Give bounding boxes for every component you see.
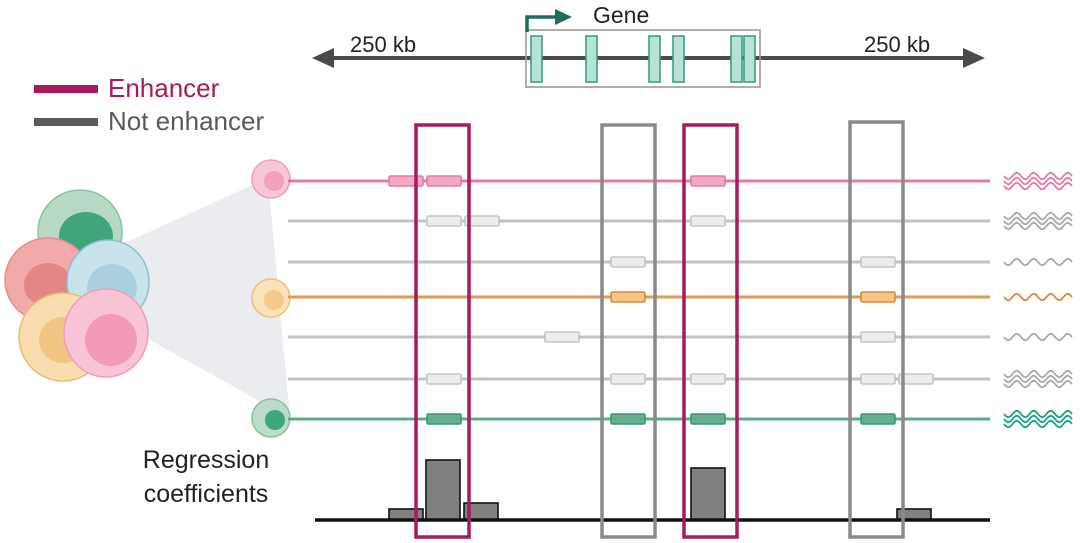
expression-wave-icon [1003, 181, 1073, 191]
accessibility-peak [464, 215, 500, 227]
expression-wave-icon [1003, 379, 1073, 389]
track-6 [288, 369, 1073, 389]
accessibility-peak [610, 256, 646, 268]
accessibility-peak [426, 215, 462, 227]
track-4 [288, 291, 1073, 303]
accessibility-peak [610, 413, 646, 425]
tss-arrow-icon [525, 9, 572, 32]
track-7 [288, 409, 1073, 429]
accessibility-peak [690, 175, 726, 187]
expression-wave-icon [1003, 419, 1073, 429]
accessibility-peak [860, 413, 896, 425]
pink-cell [63, 288, 149, 378]
expression-wave-icon [1003, 176, 1073, 186]
candidate-regions [414, 120, 905, 539]
accessibility-peak [860, 256, 896, 268]
accessibility-peak [690, 373, 726, 385]
expression-wave-icon [1003, 332, 1073, 342]
expression-wave-icon [1003, 211, 1073, 221]
zoom-wedge [120, 178, 290, 418]
gene-label: Gene [593, 2, 650, 28]
expression-wave-icon [1003, 292, 1073, 302]
cell-population [4, 159, 291, 438]
expression-wave-icon [1003, 409, 1073, 419]
coefficient-bar [690, 467, 726, 521]
accessibility-peak [860, 331, 896, 343]
regression-label: Regression coefficients [118, 443, 294, 511]
regression-label-line2: coefficients [143, 480, 269, 508]
regression-bars [315, 459, 990, 522]
accessibility-peak [610, 373, 646, 385]
accessibility-peak [426, 373, 462, 385]
accessibility-peak [898, 373, 934, 385]
accessibility-peak [544, 331, 580, 343]
exon [743, 35, 756, 83]
accessibility-peak [610, 291, 646, 303]
non-enhancer-region-box [848, 120, 905, 539]
track-1 [288, 171, 1073, 191]
exon [730, 35, 743, 83]
accessibility-peak [690, 215, 726, 227]
expression-wave-icon [1003, 221, 1073, 231]
left-distance-label: 250 kb [350, 32, 417, 57]
exon [585, 35, 598, 83]
legend-not-enhancer-label: Not enhancer [108, 106, 265, 136]
expression-wave-icon [1003, 414, 1073, 424]
cell-green-single [251, 398, 291, 438]
track-5 [288, 331, 1073, 343]
accessibility-peak [426, 175, 462, 187]
exon [672, 35, 685, 83]
accessibility-peak [860, 291, 896, 303]
gene-box [525, 29, 761, 88]
expression-wave-icon [1003, 374, 1073, 384]
enhancer-region-box [682, 123, 739, 539]
legend-enhancer-label: Enhancer [108, 73, 220, 103]
accessibility-peak [426, 413, 462, 425]
track-2 [288, 211, 1073, 231]
exon [530, 35, 543, 83]
genome-axis [312, 48, 985, 68]
expression-wave-icon [1003, 369, 1073, 379]
expression-wave-icon [1003, 257, 1073, 267]
enhancer-region-box [414, 123, 471, 539]
expression-wave-icon [1003, 216, 1073, 226]
gene-locus [525, 9, 761, 88]
coefficient-bar [425, 459, 461, 521]
accessibility-peak [388, 175, 424, 187]
cell-pink-single [251, 159, 291, 199]
exon [648, 35, 661, 83]
non-enhancer-region-box [600, 123, 657, 539]
track-3 [288, 256, 1073, 268]
regression-label-line1: Regression [142, 446, 270, 474]
accessibility-peak [690, 413, 726, 425]
right-distance-label: 250 kb [864, 32, 931, 57]
expression-wave-icon [1003, 171, 1073, 181]
cell-orange-single [251, 278, 291, 318]
accessibility-peak [860, 373, 896, 385]
chromatin-tracks [288, 171, 1073, 429]
